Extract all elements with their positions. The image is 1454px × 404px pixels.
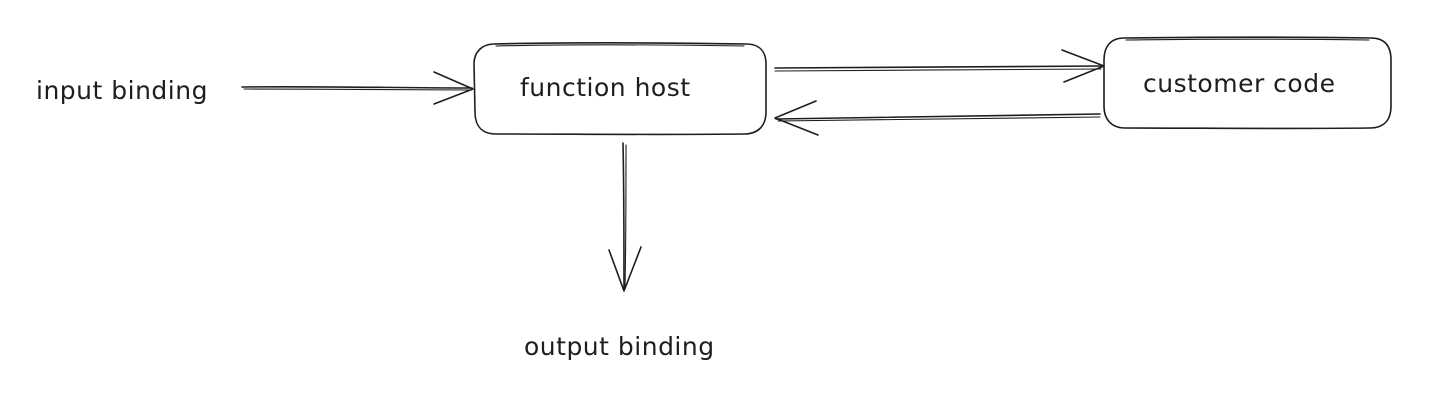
function-host-node[interactable]: function host <box>473 42 767 136</box>
response-arrow <box>774 100 1101 136</box>
function-host-label: function host <box>520 73 691 102</box>
customer-code-label: customer code <box>1143 69 1335 98</box>
request-arrow <box>774 49 1105 83</box>
customer-code-node[interactable]: customer code <box>1103 36 1392 130</box>
output-arrow <box>608 142 642 292</box>
output-binding-label: output binding <box>524 332 715 361</box>
input-arrow <box>241 71 474 105</box>
input-binding-label: input binding <box>36 76 208 105</box>
